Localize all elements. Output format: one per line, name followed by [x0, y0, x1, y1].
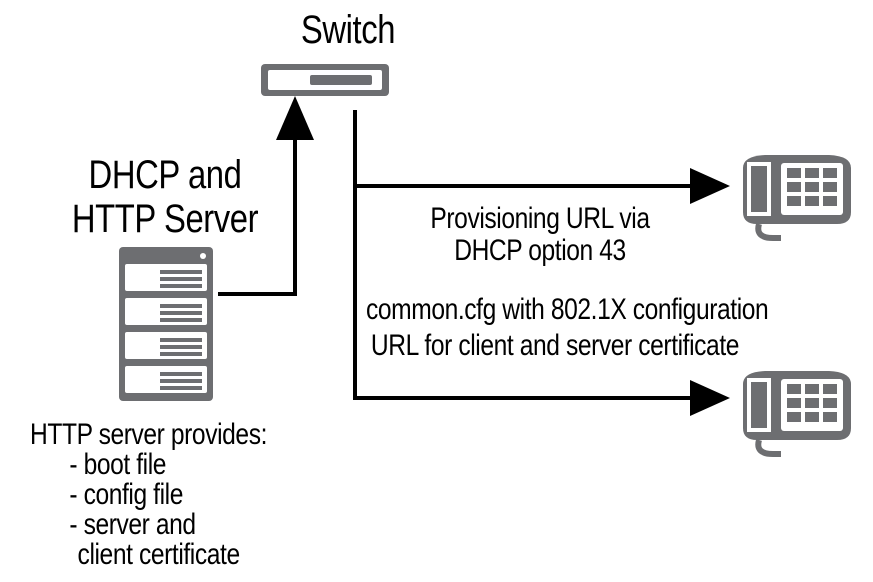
config-label-line1: common.cfg with 802.1X configuration	[366, 293, 769, 326]
switch-to-phone-bottom-arrow	[353, 186, 730, 416]
config-label: common.cfg with 802.1X configuration URL…	[366, 292, 769, 364]
server-to-switch-arrow	[218, 96, 314, 296]
http-provides-heading: HTTP server provides:	[30, 418, 268, 451]
phone-icon	[743, 371, 851, 457]
config-label-line2: URL for client and server certificate	[370, 329, 740, 362]
list-item: - server and	[69, 508, 196, 541]
server-label-line2: HTTP Server	[71, 197, 259, 241]
list-item: - boot file	[69, 448, 167, 481]
server-icon	[119, 247, 213, 401]
http-provides-list: HTTP server provides: - boot file - conf…	[30, 420, 267, 570]
phone-icon	[743, 155, 851, 241]
provisioning-label-line1: Provisioning URL via	[430, 202, 650, 235]
list-item: client certificate	[77, 538, 241, 571]
switch-to-phone-top-arrow	[353, 110, 730, 204]
switch-label: Switch	[300, 8, 396, 52]
provisioning-label-line2: DHCP option 43	[454, 234, 626, 267]
list-item: - config file	[69, 478, 183, 511]
server-label: DHCP and HTTP Server	[71, 153, 260, 241]
server-label-line1: DHCP and	[88, 153, 242, 197]
switch-icon	[261, 64, 389, 96]
provisioning-label: Provisioning URL via DHCP option 43	[417, 203, 663, 267]
